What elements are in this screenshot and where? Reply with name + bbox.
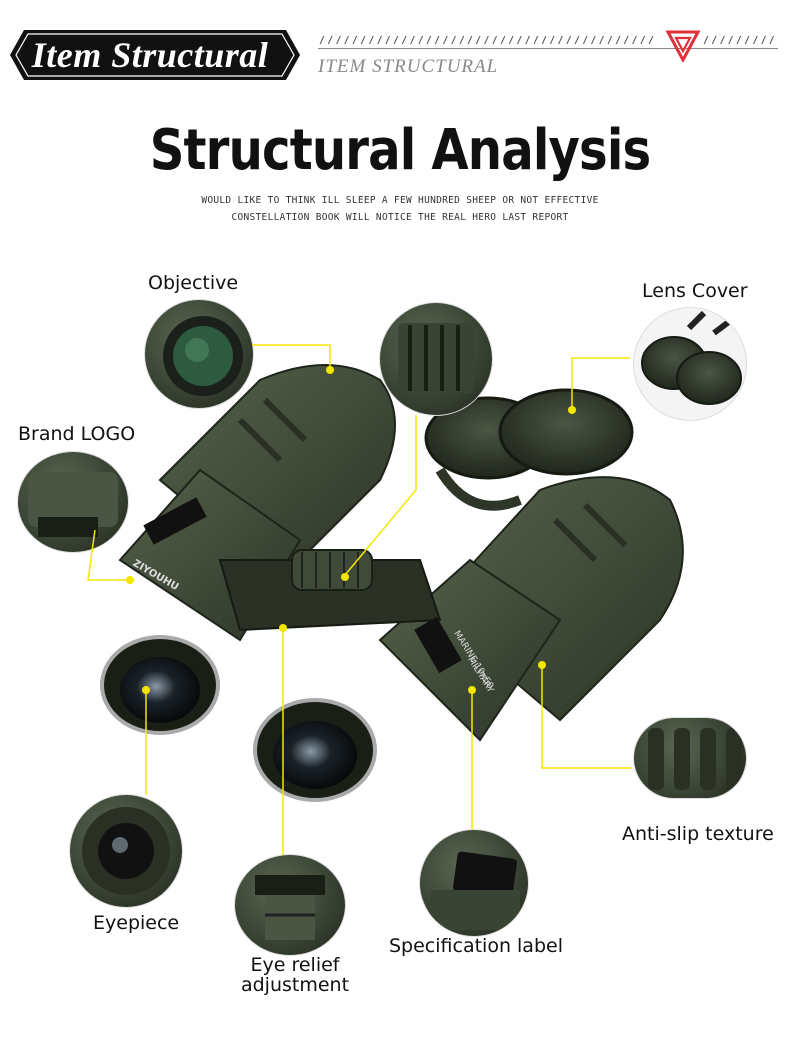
label-eye-relief-line2: adjustment	[240, 974, 350, 996]
label-lens-cover: Lens Cover	[642, 280, 748, 302]
label-brand-logo: Brand LOGO	[18, 423, 136, 445]
brand-logo-detail-circle	[18, 452, 128, 552]
label-eyepiece: Eyepiece	[93, 912, 180, 934]
hatch-decoration-left: ////////////////////////////////////////…	[318, 34, 656, 44]
label-eye-relief-line1: Eye relief	[250, 954, 340, 976]
triangle-logo-icon	[666, 30, 700, 62]
focus-wheel-detail-circle	[380, 303, 492, 415]
header-divider	[318, 48, 778, 49]
tagline-line-2: CONSTELLATION BOOK WILL NOTICE THE REAL …	[231, 212, 569, 223]
anti-slip-detail-circle	[634, 718, 746, 798]
page-title: Structural Analysis	[149, 118, 651, 183]
label-anti-slip-texture: Anti-slip texture	[622, 823, 774, 845]
label-eye-relief: Eye relief adjustment	[225, 955, 365, 995]
objective-detail-circle	[145, 300, 253, 408]
lens-cover-detail-circle	[634, 308, 746, 420]
label-objective: Objective	[148, 272, 239, 294]
header-subtitle: ITEM STRUCTURAL	[318, 56, 499, 77]
header-banner	[10, 30, 300, 80]
spec-label-detail-circle	[420, 830, 528, 936]
banner-title: Item Structural	[31, 35, 269, 75]
eyepiece-detail-circle	[70, 795, 182, 907]
tagline-line-1: WOULD LIKE TO THINK ILL SLEEP A FEW HUND…	[201, 195, 599, 206]
hatch-decoration-right: //////////	[702, 34, 778, 44]
label-specification: Specification label	[389, 935, 563, 957]
eye-relief-detail-circle	[235, 855, 345, 955]
